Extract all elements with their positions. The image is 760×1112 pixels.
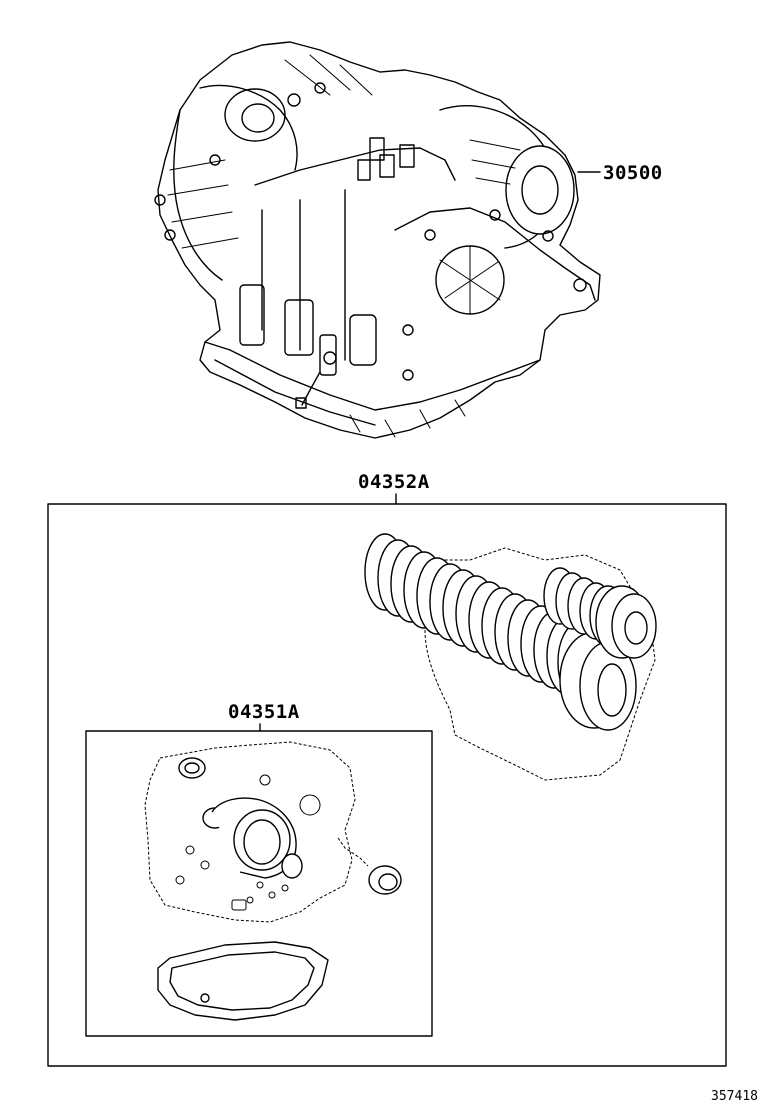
part-label-gasket-kit: 04351A <box>228 701 300 723</box>
transaxle-assembly-illustration <box>154 41 601 439</box>
clutch-plates-illustration <box>364 533 657 781</box>
part-label-transaxle: 30500 <box>603 162 663 184</box>
gasket-kit-box <box>85 730 433 1037</box>
part-label-overhaul-kit: 04352A <box>358 471 430 493</box>
illustration-reference-number: 357418 <box>711 1089 758 1104</box>
overhaul-kit-box <box>47 503 727 1067</box>
gasket-kit-illustration <box>144 741 402 1021</box>
